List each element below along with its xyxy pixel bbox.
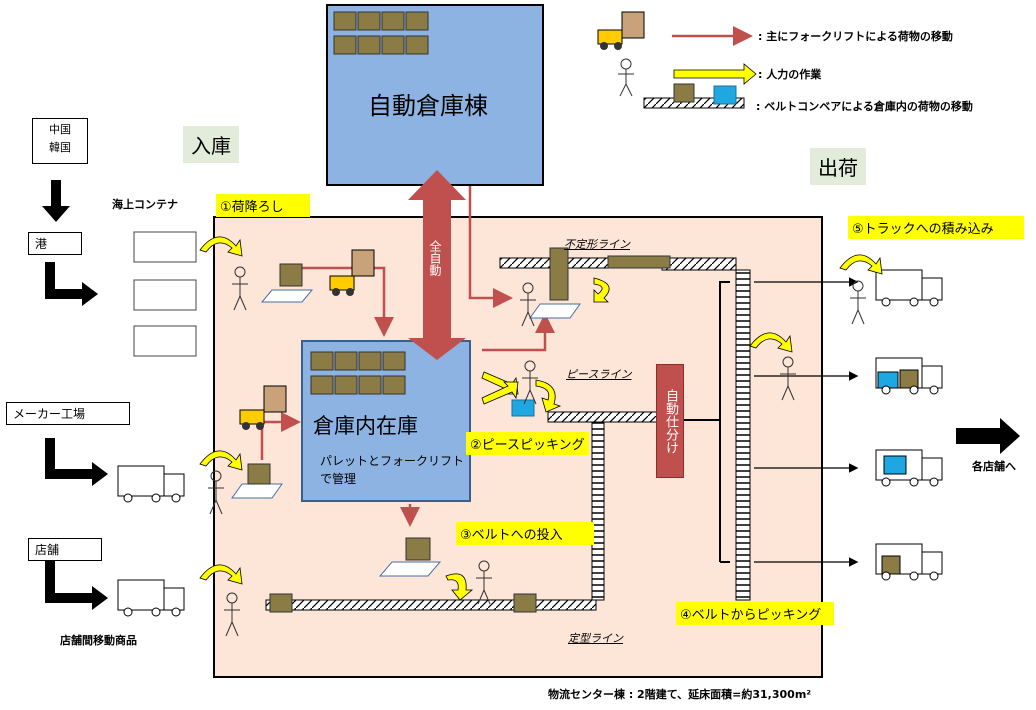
internal-stock-note-1: パレットとフォークリフト: [320, 454, 465, 468]
legend-manual: : 人力の作業: [758, 68, 822, 81]
auto-warehouse-crates: [333, 11, 429, 55]
source-china: 中国: [49, 123, 71, 136]
step-belt-in: ③ベルトへの投入: [456, 522, 594, 545]
footer-note: 物流センター棟 : 2階建て、延床面積=約31,300m²: [548, 688, 812, 701]
legend-forklift: : 主にフォークリフトによる荷物の移動: [758, 30, 953, 43]
outbound-section-label: 出荷: [810, 148, 866, 185]
auto-transfer-arrow: [408, 170, 466, 360]
inbound-section-label: 入庫: [183, 126, 239, 163]
step-unload: ①荷降ろし: [216, 194, 310, 217]
step-belt-pick: ④ベルトからピッキング: [676, 602, 834, 625]
inbound-trucks: [117, 465, 185, 617]
source-korea: 韓国: [49, 141, 71, 154]
destination-label: 各店舗へ: [972, 460, 1016, 473]
source-china-korea: 中国 韓国: [32, 118, 88, 164]
worker-icons: [208, 58, 866, 637]
internal-stock-crates: [310, 351, 406, 395]
container-label: 海上コンテナ: [112, 198, 178, 211]
manual-arrows: [199, 63, 883, 601]
outbound-trucks: [875, 269, 943, 581]
auto-warehouse-label: 自動倉庫棟: [368, 92, 488, 120]
auto-label: 全自動: [428, 240, 442, 276]
auto-warehouse-building: [326, 4, 544, 186]
internal-stock-title: 倉庫内在庫: [313, 414, 418, 438]
regular-line-label: 定型ライン: [568, 632, 623, 645]
irregular-line-label: 不定形ライン: [564, 238, 630, 251]
forklift-icons: [239, 11, 645, 430]
auto-sort-box: 自動仕分け: [656, 364, 684, 478]
step-piece-picking: ②ピースピッキング: [466, 432, 589, 455]
legend-conveyor: : ベルトコンベアによる倉庫内の荷物の移動: [756, 100, 973, 113]
flow-arrows-left: [42, 180, 1020, 610]
source-maker: メーカー工場: [6, 402, 130, 425]
piece-line-label: ピースライン: [566, 368, 632, 381]
source-port: 港: [28, 232, 82, 255]
store-transfer-label: 店舗間移動商品: [60, 634, 137, 647]
internal-stock-note-2: で管理: [320, 472, 357, 486]
step-truck-load: ⑤トラックへの積み込み: [848, 216, 1024, 239]
source-store: 店舗: [28, 538, 102, 561]
